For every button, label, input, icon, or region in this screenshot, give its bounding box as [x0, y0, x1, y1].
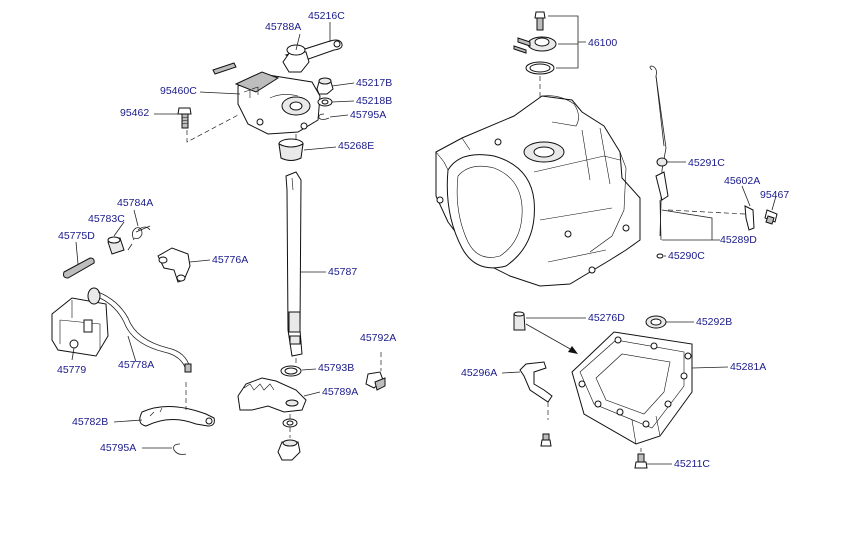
part-label-45268e[interactable]: 45268E	[338, 140, 375, 152]
magnet-part	[513, 311, 526, 331]
arrow-head	[568, 346, 578, 354]
part-label-45795a-top[interactable]: 45795A	[350, 109, 387, 121]
speed-sensor-part	[513, 11, 557, 75]
leader-line	[741, 185, 751, 207]
gauge-clip-part	[744, 205, 755, 231]
nut-part	[277, 439, 301, 461]
oil-pan-part	[571, 331, 693, 445]
leader-line	[691, 366, 729, 369]
leader-line	[329, 114, 349, 118]
callout-bracket	[661, 209, 720, 241]
part-label-95460c[interactable]: 95460C	[160, 85, 197, 97]
cable-bracket-part	[51, 297, 109, 357]
part-label-95467[interactable]: 95467	[760, 189, 790, 201]
leader-line	[127, 335, 137, 363]
assembly-line	[667, 209, 746, 215]
part-label-45216c[interactable]: 45216C	[308, 10, 345, 22]
part-label-45289d[interactable]: 45289D	[720, 234, 757, 246]
leader-line	[501, 371, 521, 374]
detent-lever-part	[157, 247, 191, 283]
part-label-45788a[interactable]: 45788A	[265, 21, 302, 33]
detent-plate-part	[237, 377, 307, 413]
oil-temperature-plate-part	[519, 361, 553, 403]
spring-part	[127, 225, 151, 251]
leader-line	[331, 100, 355, 103]
leader-line	[75, 241, 79, 265]
pin-part	[212, 62, 237, 75]
washer-part	[317, 97, 333, 107]
roller-pin-part	[63, 257, 95, 279]
o-ring-part	[656, 253, 664, 259]
leader-line	[771, 195, 777, 211]
part-label-45795a-bottom[interactable]: 45795A	[100, 442, 137, 454]
inhibitor-switch-part	[234, 71, 321, 135]
part-label-45793b[interactable]: 45793B	[318, 362, 355, 374]
leader-line	[199, 91, 241, 95]
part-label-45276d[interactable]: 45276D	[588, 312, 625, 324]
part-label-45792a[interactable]: 45792A	[360, 332, 397, 344]
part-label-45218b[interactable]: 45218B	[356, 95, 393, 107]
lever-nut-part	[282, 44, 310, 73]
leader-line	[331, 82, 355, 87]
control-lever-part	[139, 405, 215, 427]
oil-level-gauge-part	[649, 65, 669, 241]
assembly-line	[186, 113, 241, 143]
transaxle-housing-part	[435, 95, 641, 287]
part-label-45779[interactable]: 45779	[57, 364, 87, 376]
nut-part	[316, 77, 334, 95]
leader-line	[113, 419, 143, 423]
leader-line	[113, 221, 125, 237]
bolt-part	[365, 371, 386, 391]
part-label-45602a[interactable]: 45602A	[724, 175, 761, 187]
shift-cable-part	[87, 287, 192, 373]
washer-part	[282, 418, 298, 428]
roller-part	[107, 236, 125, 255]
part-label-45292b[interactable]: 45292B	[696, 316, 733, 328]
clip-part	[318, 113, 330, 120]
leader-line	[189, 259, 211, 263]
part-label-45789a[interactable]: 45789A	[322, 386, 359, 398]
leader-line	[71, 347, 75, 361]
part-label-45775d[interactable]: 45775D	[58, 230, 95, 242]
bushing-part	[278, 138, 304, 161]
part-label-45290c[interactable]: 45290C	[668, 250, 705, 262]
shift-shaft-part	[285, 171, 303, 357]
bolt-part	[634, 453, 648, 469]
part-label-45783c[interactable]: 45783C	[88, 213, 125, 225]
part-label-45784a[interactable]: 45784A	[117, 197, 154, 209]
part-label-45217b[interactable]: 45217B	[356, 77, 393, 89]
clip-part	[173, 443, 187, 455]
leader-line	[301, 368, 317, 371]
o-ring-part	[280, 365, 302, 377]
part-label-45782b[interactable]: 45782B	[72, 416, 109, 428]
bolt-part	[764, 209, 778, 225]
leader-line	[133, 209, 139, 227]
bolt-part	[177, 107, 192, 129]
part-label-45787[interactable]: 45787	[328, 266, 358, 278]
bolt-part	[540, 433, 552, 447]
part-label-46100[interactable]: 46100	[588, 37, 618, 49]
leader-line	[303, 146, 337, 151]
part-label-45776a[interactable]: 45776A	[212, 254, 249, 266]
part-label-95462[interactable]: 95462	[120, 107, 150, 119]
callout-bracket	[548, 15, 586, 69]
part-label-45291c[interactable]: 45291C	[688, 157, 725, 169]
leader-arrow	[525, 323, 573, 351]
leader-line	[295, 33, 301, 51]
part-label-45281a[interactable]: 45281A	[730, 361, 767, 373]
part-label-45778a[interactable]: 45778A	[118, 359, 155, 371]
part-label-45296a[interactable]: 45296A	[461, 367, 498, 379]
drain-plug-gasket-part	[645, 315, 667, 329]
leader-line	[303, 391, 321, 397]
part-label-45211c[interactable]: 45211C	[674, 458, 711, 470]
